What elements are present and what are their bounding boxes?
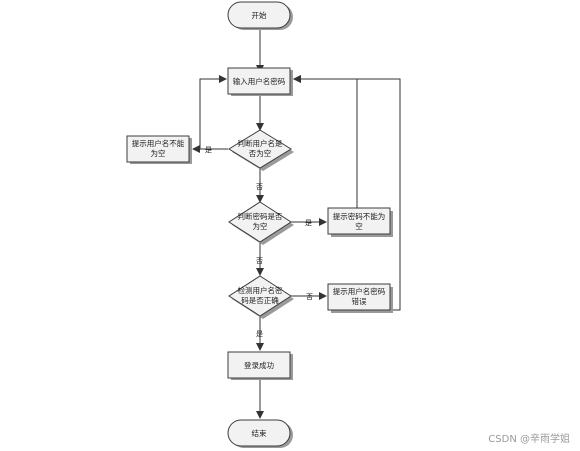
- prompt-pwd-empty-node: 提示密码不能为 空: [327, 207, 393, 237]
- prompt-wrong-line2: 错误: [352, 296, 367, 306]
- check-user-empty-decision: 判断用户名是 否为空: [228, 129, 294, 171]
- end-label: 结束: [252, 428, 267, 438]
- check-pwd-empty-line2: 为空: [253, 221, 268, 231]
- success-node: 登录成功: [227, 351, 293, 380]
- check-user-empty-line1: 判断用户名是: [238, 138, 283, 148]
- label-correct-no: 否: [306, 293, 313, 301]
- prompt-user-empty-line1: 提示用户名不能: [132, 138, 185, 148]
- edges: [192, 30, 401, 419]
- start-node: 开始: [227, 1, 293, 30]
- label-pwd-empty-yes: 是: [305, 219, 312, 227]
- prompt-pwd-empty-line1: 提示密码不能为: [333, 211, 386, 221]
- edge-labels: 是 否 是 否 否 是: [205, 146, 313, 338]
- start-label: 开始: [252, 10, 267, 20]
- check-pwd-empty-decision: 判断密码是否 为空: [228, 201, 294, 245]
- label-pwd-empty-no: 否: [256, 257, 263, 265]
- label-user-empty-yes: 是: [205, 146, 212, 154]
- prompt-pwd-empty-line2: 空: [355, 221, 363, 231]
- prompt-user-empty-node: 提示用户名不能 为空: [126, 135, 192, 164]
- watermark: CSDN @辛雨学姐: [488, 434, 570, 445]
- prompt-wrong-node: 提示用户名密码 错误: [327, 283, 393, 313]
- edge-prompt-user-loop: [193, 75, 227, 150]
- label-correct-yes: 是: [256, 330, 263, 338]
- check-correct-line1: 检测用户名密: [238, 285, 283, 295]
- prompt-user-empty-line2: 为空: [151, 148, 166, 158]
- end-node: 结束: [227, 419, 293, 448]
- check-correct-line2: 码是否正确: [241, 295, 279, 305]
- input-node: 输入用户名密码: [227, 67, 293, 96]
- input-label: 输入用户名密码: [233, 76, 286, 86]
- check-pwd-empty-line1: 判断密码是否: [238, 211, 283, 221]
- label-user-empty-no: 否: [256, 183, 263, 191]
- check-correct-decision: 检测用户名密 码是否正确: [228, 275, 294, 319]
- edge-prompt-pwd-loop: [293, 75, 358, 208]
- check-user-empty-line2: 否为空: [249, 148, 272, 158]
- success-label: 登录成功: [244, 360, 274, 370]
- prompt-wrong-line1: 提示用户名密码: [333, 286, 386, 296]
- edge-prompt-wrong-loop: [293, 75, 401, 311]
